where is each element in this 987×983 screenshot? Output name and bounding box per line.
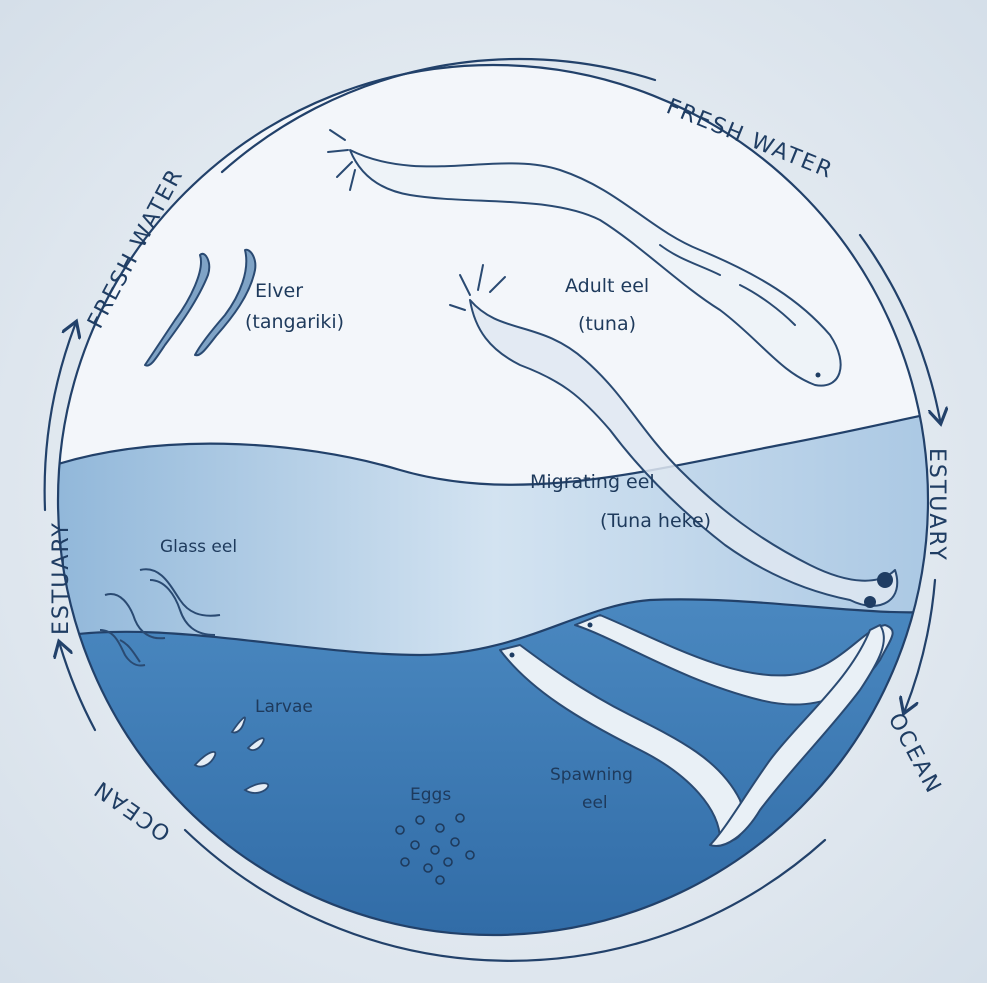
label-migrating-eel-maori: (Tuna heke) <box>600 510 711 532</box>
migrating-eel-head <box>877 572 893 588</box>
label-migrating-eel: Migrating eel <box>530 471 655 493</box>
label-glass-eel: Glass eel <box>160 537 237 557</box>
ring-label-estuary-right: ESTUARY <box>924 448 949 562</box>
label-spawning: Spawning <box>550 765 633 785</box>
label-elver-maori: (tangariki) <box>245 311 344 333</box>
label-eggs: Eggs <box>410 785 451 805</box>
spawning-eel-eye-1 <box>588 623 593 628</box>
label-adult-eel-maori: (tuna) <box>578 313 636 335</box>
migrating-eel-head-2 <box>864 596 876 608</box>
label-spawning-eel: eel <box>582 793 608 813</box>
label-adult-eel: Adult eel <box>565 275 649 297</box>
label-elver: Elver <box>255 280 303 302</box>
ring-label-estuary-left: ESTUARY <box>49 521 74 635</box>
label-larvae: Larvae <box>255 697 313 717</box>
spawning-eel-eye-2 <box>510 653 515 658</box>
adult-eel-eye <box>816 373 821 378</box>
